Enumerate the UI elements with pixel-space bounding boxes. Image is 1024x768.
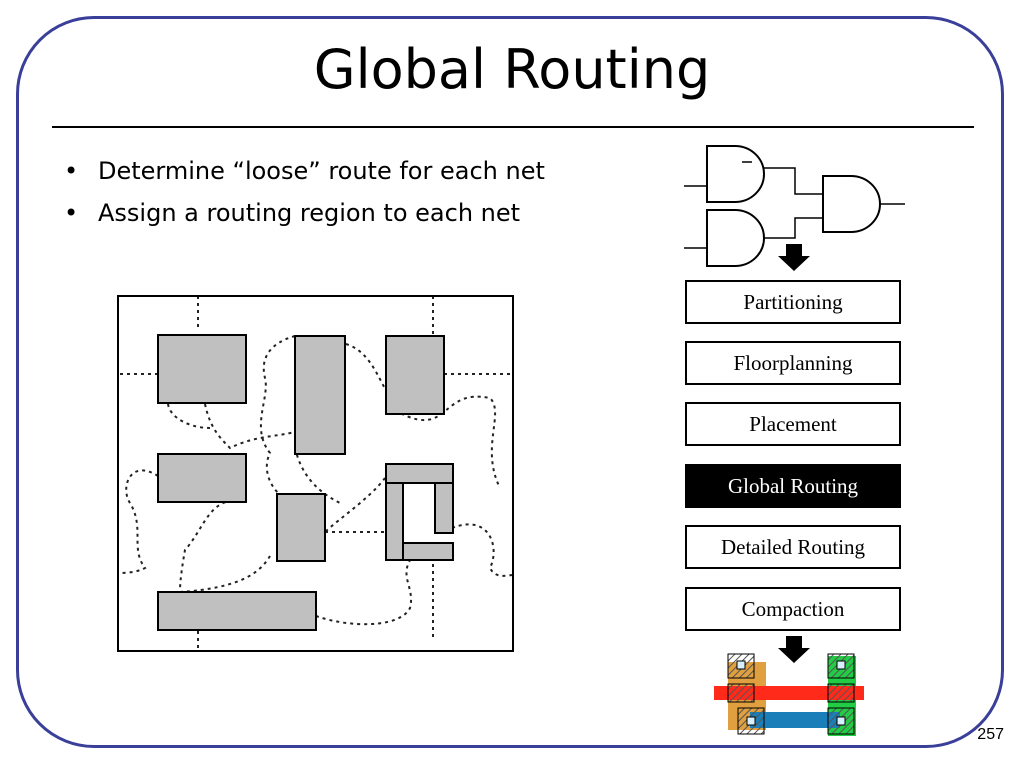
flow-step-compaction: Compaction xyxy=(685,587,901,631)
chip-boundary xyxy=(117,295,514,652)
bullet-item: Assign a routing region to each net xyxy=(60,192,545,234)
cell-block xyxy=(385,463,454,484)
down-arrow-icon xyxy=(778,636,810,663)
bullet-item: Determine “loose” route for each net xyxy=(60,150,545,192)
gate-wire xyxy=(764,217,823,239)
and-gate-icon xyxy=(706,145,765,203)
down-arrow-icon xyxy=(778,244,810,271)
logic-gate-schematic xyxy=(684,145,905,267)
cell-block xyxy=(434,482,454,534)
bullet-list: Determine “loose” route for each net Ass… xyxy=(60,150,545,234)
slide-frame xyxy=(16,16,1004,748)
flow-step-partitioning: Partitioning xyxy=(685,280,901,324)
net-wire xyxy=(179,499,247,593)
via-icon xyxy=(746,716,756,726)
layout-icon xyxy=(714,653,864,736)
cell-block xyxy=(157,334,247,404)
net-wire xyxy=(119,469,159,574)
metal-wire xyxy=(750,712,840,728)
net-wire xyxy=(324,477,386,533)
net-wire xyxy=(294,447,341,504)
flow-step-floorplanning: Floorplanning xyxy=(685,341,901,385)
net-wire xyxy=(179,555,271,593)
page-number: 257 xyxy=(977,726,1004,743)
flow-step-placement: Placement xyxy=(685,402,901,446)
flow-step-detailed-routing: Detailed Routing xyxy=(685,525,901,569)
via-icon xyxy=(736,660,746,670)
slide-title: Global Routing xyxy=(313,38,711,101)
net-wire xyxy=(345,343,501,489)
net-wire xyxy=(204,403,306,450)
cell-block xyxy=(157,453,247,503)
cell-block xyxy=(385,335,445,415)
cell-block xyxy=(157,591,317,631)
net-wire xyxy=(260,335,296,504)
via-icon xyxy=(836,660,846,670)
and-gate-icon xyxy=(706,209,765,267)
flow-step-global-routing: Global Routing xyxy=(685,464,901,508)
cell-block xyxy=(402,542,454,561)
contact-cell xyxy=(827,683,855,703)
cell-block xyxy=(385,482,404,561)
routing-diagram xyxy=(117,295,514,652)
contact-cell xyxy=(727,683,755,703)
and-gate-icon xyxy=(822,175,881,233)
net-wire xyxy=(451,523,513,577)
gate-wire xyxy=(764,167,823,195)
via-icon xyxy=(836,716,846,726)
cell-block xyxy=(276,493,326,562)
net-wire xyxy=(167,403,211,429)
cell-block xyxy=(294,335,346,455)
net-wire xyxy=(315,559,413,626)
title-divider xyxy=(52,126,974,128)
